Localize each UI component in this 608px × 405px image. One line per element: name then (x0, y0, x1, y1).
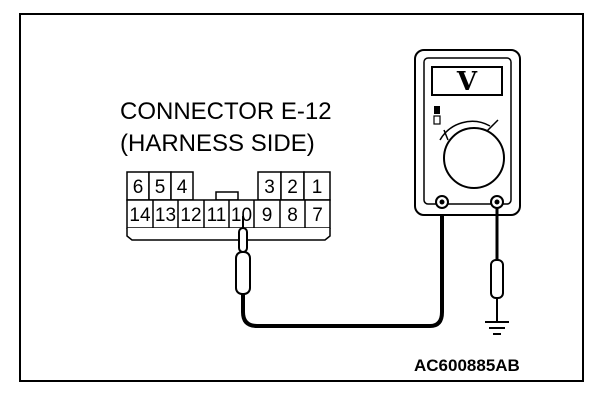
pin-label: 4 (177, 177, 188, 198)
pin-labels: 6 5 4 3 2 1 14 13 12 11 10 9 8 7 (129, 177, 322, 226)
pin-label: 8 (287, 205, 298, 226)
pin-label: 1 (312, 177, 323, 198)
connector-subtitle: (HARNESS SIDE) (120, 130, 315, 157)
connector-lip (126, 228, 331, 241)
meter-dial (443, 127, 505, 189)
pin-label: 12 (180, 205, 201, 226)
pin-label: 13 (155, 205, 176, 226)
pin-label: 5 (155, 177, 166, 198)
connector-title: CONNECTOR E-12 (120, 98, 332, 125)
pin-label: 9 (262, 205, 273, 226)
test-lead-wire (241, 205, 444, 328)
figure-code: AC600885AB (414, 356, 520, 375)
ground-probe (490, 208, 504, 322)
connector-bottom-dividers (152, 200, 306, 228)
pin-label: 6 (133, 177, 144, 198)
voltmeter-icon: V (414, 49, 521, 216)
pin-label: 10 (231, 205, 252, 226)
pin-label: 7 (312, 205, 323, 226)
pin-label: 11 (207, 205, 227, 226)
connector-body (126, 171, 331, 241)
connector-top-row-right (257, 171, 331, 201)
pin-label: 2 (287, 177, 298, 198)
ground-icon (485, 321, 509, 335)
figure-frame (19, 13, 584, 382)
pin-label: 3 (264, 177, 275, 198)
probe-icon (235, 216, 251, 295)
meter-mode-symbol: V (456, 67, 478, 97)
pin-label: 14 (129, 205, 151, 226)
connector-latch (215, 191, 239, 201)
